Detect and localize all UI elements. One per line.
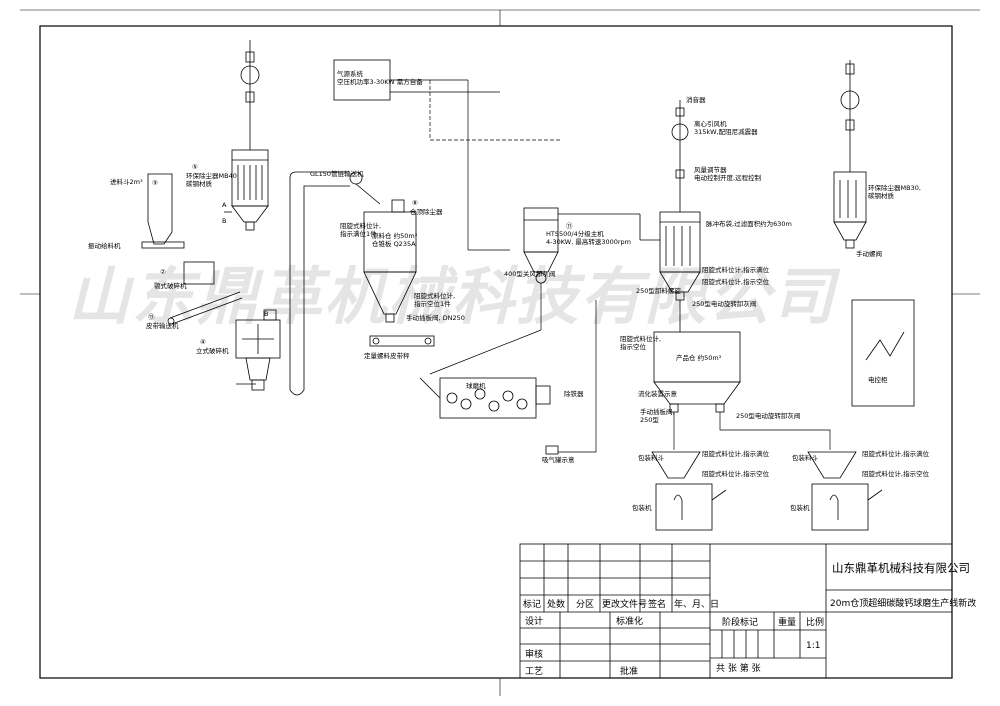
level-full-1-label: 阻旋式料位计,指示满位 xyxy=(702,265,770,274)
vibrating-feeder-label: 振动给料机 xyxy=(88,241,121,250)
project-title: 20m仓顶超细碳酸钙球磨生产线新改 xyxy=(830,597,976,609)
item-number-3: ③ xyxy=(152,179,158,187)
feed-hopper-label: 进料斗2m³ xyxy=(110,177,143,186)
bin-low-level-label: 阻旋式料位计,指示空位1件 xyxy=(414,291,455,308)
exhaust-duct xyxy=(429,80,560,141)
tb-scale-value: 1:1 xyxy=(806,641,820,651)
tb-header-zone: 分区 xyxy=(576,599,594,610)
watermark: 山东鼎革机械科技有限公司 xyxy=(68,260,841,333)
damper-label: 风量调节器电动控制开度,远程控制 xyxy=(694,165,762,182)
packer-2 xyxy=(807,451,883,531)
fluidizer-label: 流化装置示意 xyxy=(638,389,678,398)
vertical-crusher-b: B xyxy=(264,310,268,318)
gate-250-label: 手动插板阀,250型 xyxy=(640,407,675,424)
level-empty-2-label: 阻旋式料位计,指示空位 xyxy=(702,469,770,478)
tb-header-mark: 标记 xyxy=(523,598,541,610)
level-empty-1-label: 阻旋式料位计,指示空位 xyxy=(702,277,770,286)
tb-header-count: 处数 xyxy=(547,598,565,610)
dust-left-a: A xyxy=(222,201,227,209)
belt-conveyor xyxy=(167,291,243,325)
tb-header-date: 年、月、日 xyxy=(674,598,719,610)
bin-top-dust-label: 仓顶除尘器 xyxy=(410,207,443,216)
control-cabinet-label: 电控柜 xyxy=(868,375,888,384)
ball-mill-label: 球磨机 xyxy=(466,381,486,390)
tb-standardization: 标准化 xyxy=(616,615,643,627)
tb-process: 工艺 xyxy=(525,666,543,677)
weigh-feeder xyxy=(369,335,435,347)
rotary-level-label: 阻旋式料位计,指示满位1件 xyxy=(340,221,381,238)
packer-1 xyxy=(651,451,727,531)
tb-design: 设计 xyxy=(525,615,543,627)
air-lock-tank xyxy=(545,445,559,455)
item-number-5: ⑤ xyxy=(192,163,198,171)
weigh-feeder-label: 定量螺料皮带秤 xyxy=(364,351,410,360)
item-number-2: ② xyxy=(160,268,166,276)
item-number-13: ⑬ xyxy=(148,313,155,321)
pack-hopper-2-label: 包装料斗 xyxy=(792,453,819,462)
packing-lines xyxy=(673,412,831,450)
air-lock-sign-label: 吸气罐示意 xyxy=(542,455,575,464)
tb-scale-label: 比例 xyxy=(806,616,824,628)
manual-valve-label: 手动螺阀 xyxy=(856,249,882,258)
ball-mill xyxy=(419,377,551,419)
jaw-crusher-label: 颚式破碎机 xyxy=(154,281,187,290)
air-system-label: 气源系统空压机功率3-30KW 需方自备 xyxy=(337,69,423,86)
company-name: 山东鼎革机械科技有限公司 xyxy=(832,561,970,575)
tb-weight: 重量 xyxy=(778,616,796,628)
tb-header-change: 更改文件号 xyxy=(602,598,647,610)
feed-hopper xyxy=(147,173,173,245)
rotary-valve-400-label: 400型关风卸灰阀 xyxy=(504,269,555,278)
packer-1-label: 包装机 xyxy=(632,503,652,512)
level-empty-3-label: 阻旋式料位计,指示空位 xyxy=(862,469,930,478)
dust-collector-right-label: 环保除尘器MB30,碳钢材质 xyxy=(868,183,921,200)
chain-conveyor-label: GL150管链输送机 xyxy=(310,169,364,178)
pulse-filter xyxy=(639,100,701,301)
vertical-crusher xyxy=(235,309,281,391)
gate-valve-label: 手动插板阀, DN250 xyxy=(406,313,465,322)
jaw-crusher xyxy=(183,261,215,285)
return-line xyxy=(558,300,597,453)
product-bin-label: 产品仓 约50m³ xyxy=(676,353,722,362)
tb-approve: 批准 xyxy=(620,665,638,677)
valve-250-2-label: 250型电动旋转卸灰阀 xyxy=(692,299,756,308)
tb-stage-mark: 阶段标记 xyxy=(722,616,758,628)
level-product-label: 阻旋式料位计,指示空位 xyxy=(620,334,661,351)
raw-material-bin xyxy=(363,199,417,323)
air-pipes xyxy=(390,79,510,251)
iron-remover-label: 除铁器 xyxy=(564,389,584,398)
tb-sheets: 共 张 第 张 xyxy=(716,662,761,674)
drawing-border xyxy=(39,25,953,679)
belt-conveyor-label: 皮带输送机 xyxy=(146,321,179,330)
level-full-2-label: 阻旋式料位计,指示满位 xyxy=(702,449,770,458)
control-cabinet xyxy=(851,299,915,407)
title-block xyxy=(519,543,953,679)
item-number-4: ④ xyxy=(200,338,206,346)
packer-2-label: 包装机 xyxy=(790,503,810,512)
vibrating-feeder xyxy=(141,241,185,249)
dust-collector-left xyxy=(224,40,269,231)
pulse-filter-label: 脉冲布袋,过滤面积约为630m xyxy=(706,219,792,228)
vertical-crusher-label: 立式破碎机 xyxy=(196,346,229,355)
dust-left-b: B xyxy=(222,217,226,225)
tb-header-signature: 签名 xyxy=(648,598,666,610)
pack-hopper-1-label: 包装料斗 xyxy=(638,453,665,462)
valve-250-1-label: 250型卸料螺旋 xyxy=(636,286,681,295)
silencer-label: 消音器 xyxy=(686,95,706,104)
dust-collector-right xyxy=(833,60,867,249)
chain-conveyor xyxy=(289,171,381,396)
level-full-3-label: 阻旋式料位计,指示满位 xyxy=(862,449,930,458)
tb-review: 审核 xyxy=(525,648,543,660)
item-number-8: ⑧ xyxy=(412,199,418,207)
item-number-11: ⑪ xyxy=(566,222,573,230)
valve-250-3-label: 250型电动旋转卸灰阀 xyxy=(736,411,800,420)
